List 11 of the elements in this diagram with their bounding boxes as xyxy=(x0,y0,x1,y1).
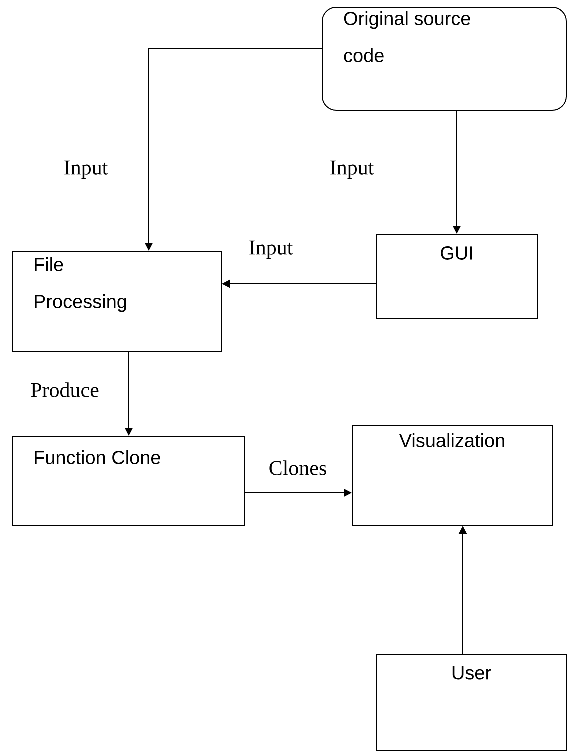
edge-label: Input xyxy=(330,160,374,180)
edge-label: Input xyxy=(64,160,108,180)
process-box: GUI xyxy=(376,234,538,319)
edge-label: Input xyxy=(250,240,294,260)
start-box: Original source code xyxy=(322,7,567,111)
process-box: File Processing xyxy=(12,251,222,352)
edge-label: Produce xyxy=(31,382,99,398)
process-box: User xyxy=(376,654,567,751)
process-box: Function Clone xyxy=(12,436,245,526)
process-box: Visualization xyxy=(352,425,553,526)
edge-label: Clones xyxy=(270,460,326,476)
